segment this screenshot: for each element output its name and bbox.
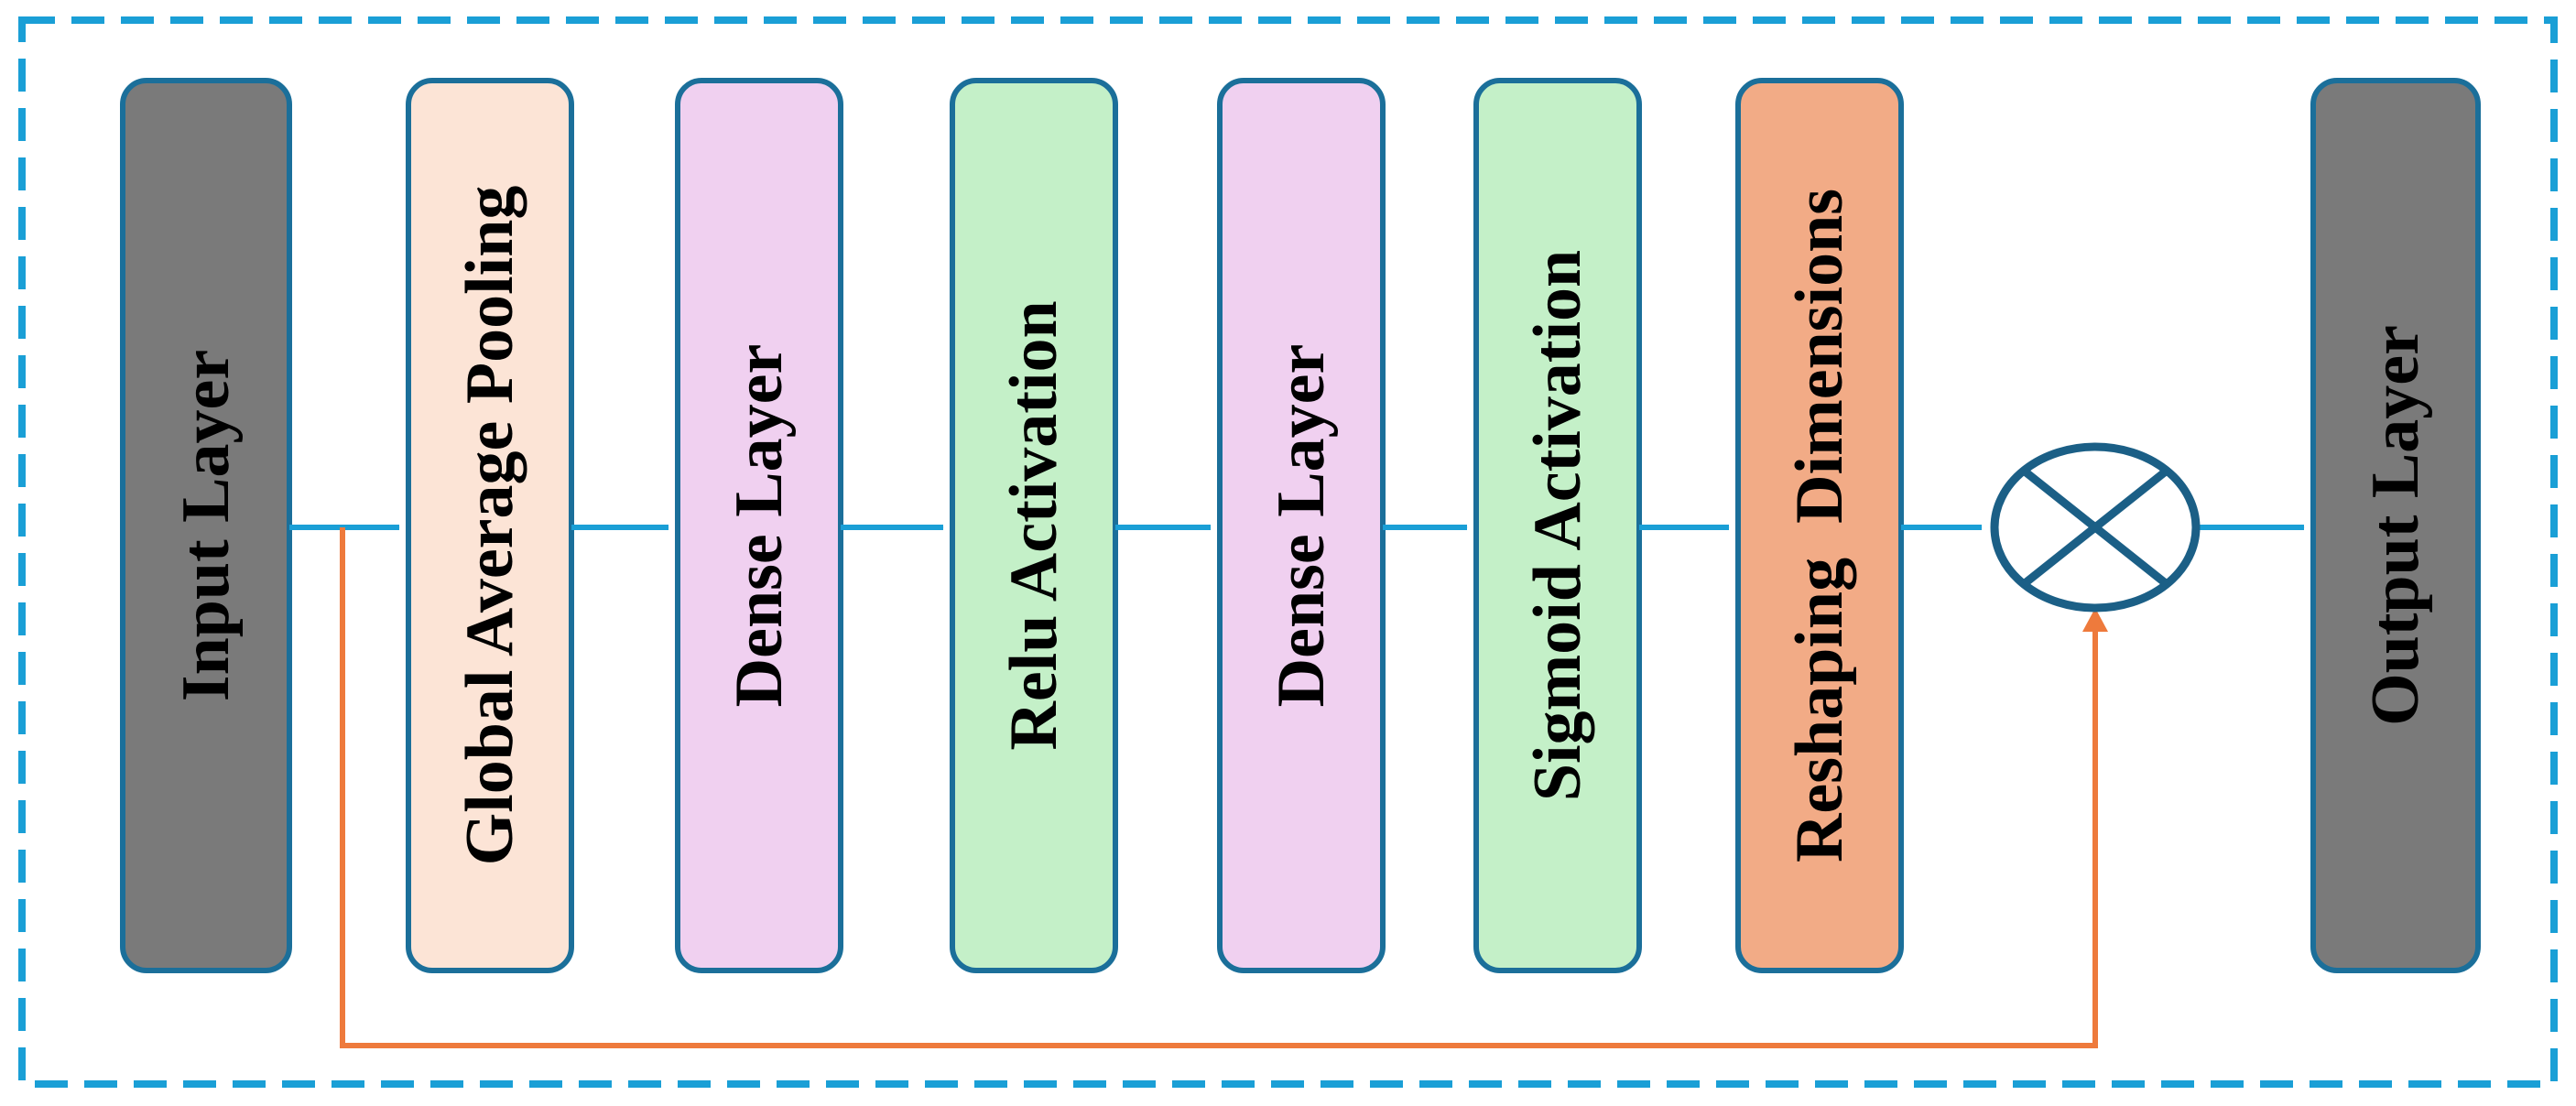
block-output-layer-label: Output Layer [2358, 325, 2433, 726]
layer-blocks: Input Layer Global Average Pooling Dense… [120, 78, 2481, 973]
block-input-layer-label: Input Layer [168, 350, 244, 701]
block-dense-layer-2-label: Dense Layer [1264, 344, 1339, 708]
block-reshaping-dimensions-label: Reshaping Dimensions [1782, 189, 1857, 862]
block-relu-activation: Relu Activation [950, 78, 1118, 973]
block-output-layer: Output Layer [2310, 78, 2481, 973]
multiply-circle-icon [1990, 442, 2201, 613]
multiply-cross-line-2 [2021, 467, 2169, 588]
block-sigmoid-activation-label: Sigmoid Activation [1520, 250, 1595, 801]
multiply-circle [1990, 442, 2201, 613]
skip-connection [340, 527, 2108, 1048]
block-reshaping-dimensions: Reshaping Dimensions [1735, 78, 1904, 973]
block-relu-activation-label: Relu Activation [996, 300, 1071, 750]
skip-connection-arrowhead [2082, 608, 2108, 632]
block-global-average-pooling-label: Global Average Pooling [452, 186, 527, 866]
block-input-layer: Input Layer [120, 78, 292, 973]
block-sigmoid-activation: Sigmoid Activation [1473, 78, 1642, 973]
outer-frame [18, 16, 2558, 1088]
skip-connection-line [340, 527, 2098, 1048]
block-dense-layer-1-label: Dense Layer [722, 344, 797, 708]
block-global-average-pooling: Global Average Pooling [406, 78, 574, 973]
block-output-layer-box [2310, 78, 2481, 973]
block-dense-layer-1: Dense Layer [675, 78, 843, 973]
block-dense-layer-2: Dense Layer [1217, 78, 1386, 973]
